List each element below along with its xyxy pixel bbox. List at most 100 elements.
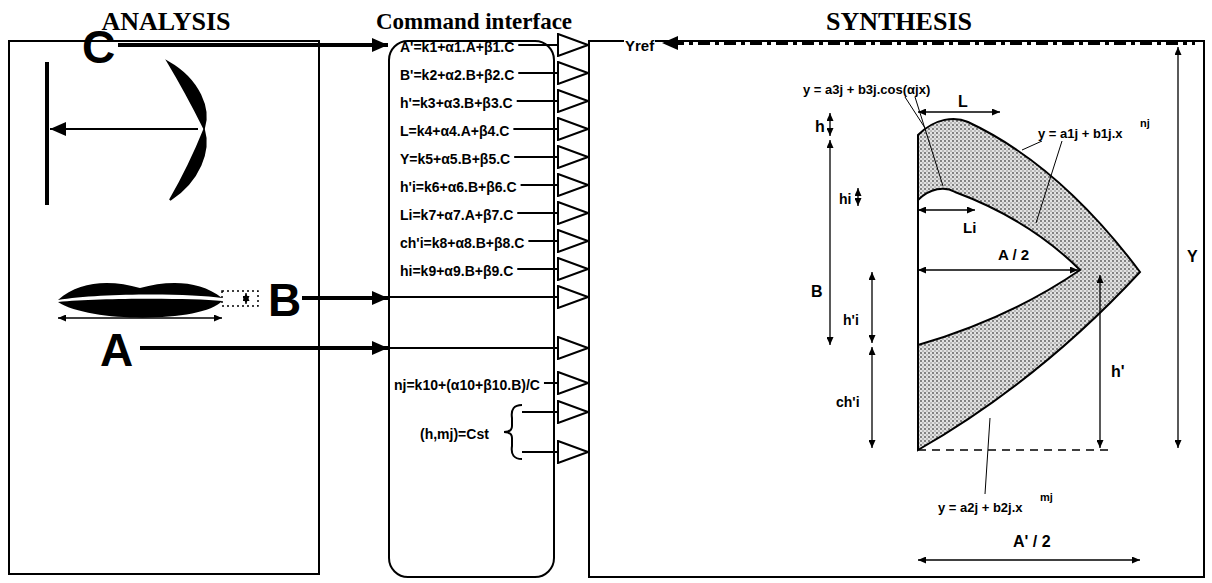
command-equation: A'=k1+α1.A+β1.C bbox=[400, 39, 514, 55]
equation-wire bbox=[514, 156, 555, 158]
command-arrow bbox=[555, 212, 588, 214]
reference-pointer bbox=[662, 36, 678, 50]
command-arrow bbox=[555, 184, 588, 186]
drawing-label: hi bbox=[838, 191, 852, 207]
command-arrow bbox=[555, 296, 588, 298]
dimension-arrow bbox=[918, 269, 1078, 270]
variable-letter: B bbox=[268, 274, 301, 327]
command-equation: L=k4+α4.A+β4.C bbox=[400, 123, 509, 139]
signal-arrow bbox=[320, 43, 388, 47]
lower-lip-profile bbox=[170, 130, 206, 200]
panel-box: SYNTHESISYrefy = a3j + b3j.cos(αjx)Ly = … bbox=[588, 40, 1205, 578]
drawing-label: y = a2j + b2j.x bbox=[937, 500, 1024, 515]
drawing-label: ch'i bbox=[835, 394, 861, 410]
equation-wire bbox=[528, 240, 555, 242]
drawing-label: mj bbox=[1039, 491, 1054, 504]
upper-lip-front bbox=[58, 283, 222, 300]
drawing-label: L bbox=[957, 93, 969, 111]
command-arrow bbox=[555, 44, 588, 46]
command-arrow bbox=[555, 72, 588, 74]
panel-box: Command interfaceA'=k1+α1.A+β1.CB'=k2+α2… bbox=[388, 40, 555, 578]
command-arrow bbox=[555, 128, 588, 130]
command-equation: Y=k5+α5.B+β5.C bbox=[400, 151, 510, 167]
pass-wire bbox=[522, 411, 555, 413]
signal-arrow bbox=[320, 296, 388, 300]
command-equation: h'=k3+α3.B+β3.C bbox=[400, 95, 513, 111]
drawing-label: A / 2 bbox=[997, 246, 1030, 263]
base-line bbox=[918, 449, 1112, 451]
pass-wire bbox=[388, 296, 555, 298]
variable-letter: C bbox=[82, 21, 115, 74]
variable-letter: A bbox=[100, 324, 133, 377]
panel-title: SYNTHESIS bbox=[826, 7, 972, 37]
leader-line bbox=[985, 418, 990, 494]
command-equation: nj=k10+(α10+β10.B)/C bbox=[394, 377, 540, 393]
equation-wire bbox=[518, 72, 555, 74]
leader-line bbox=[1022, 141, 1042, 150]
equation-wire bbox=[517, 268, 555, 270]
leader-line bbox=[1036, 141, 1062, 223]
drawing-label: nj bbox=[1139, 117, 1151, 130]
drawing-label: y = a1j + b1j.x bbox=[1037, 126, 1124, 141]
opening-dimension-box bbox=[222, 291, 258, 306]
command-equation: h'i=k6+α6.B+β6.C bbox=[400, 179, 517, 195]
dimension-arrow bbox=[857, 188, 858, 206]
panel-title: ANALYSIS bbox=[101, 7, 230, 37]
equation-wire bbox=[513, 128, 555, 130]
pass-wire bbox=[522, 451, 555, 453]
command-arrow bbox=[555, 268, 588, 270]
outer-lip-contour bbox=[918, 119, 1140, 450]
signal-line bbox=[302, 296, 320, 300]
panel-box: ANALYSISCBA bbox=[8, 40, 320, 575]
command-arrow bbox=[555, 382, 588, 384]
dimension-arrow bbox=[1177, 47, 1178, 448]
command-equation: (h,mj)=Cst bbox=[420, 426, 489, 442]
leader-line bbox=[905, 97, 925, 128]
dimension-arrow bbox=[918, 209, 975, 210]
equation-wire bbox=[517, 212, 555, 214]
command-equation: ch'i=k8+α8.B+β8.C bbox=[400, 235, 524, 251]
equation-wire bbox=[521, 184, 555, 186]
protrusion-arrow bbox=[50, 128, 198, 130]
panel-title: Command interface bbox=[376, 9, 572, 35]
command-equation: Li=k7+α7.A+β7.C bbox=[400, 207, 513, 223]
lower-lip-front bbox=[58, 299, 222, 318]
dimension-arrow bbox=[1099, 275, 1100, 448]
drawing-label: Li bbox=[962, 219, 977, 236]
drawing-label: y = a3j + b3j.cos(αjx) bbox=[802, 82, 931, 97]
inner-lip-contour bbox=[918, 189, 1080, 345]
drawing-label: A' / 2 bbox=[1012, 533, 1052, 551]
brace bbox=[504, 405, 522, 459]
equation-wire bbox=[518, 44, 555, 46]
drawing-label: Y bbox=[1186, 248, 1199, 266]
dimension-arrow bbox=[871, 347, 872, 448]
command-arrow bbox=[555, 451, 588, 453]
signal-line bbox=[140, 346, 320, 350]
command-arrow bbox=[555, 100, 588, 102]
command-equation: hi=k9+α9.B+β9.C bbox=[400, 263, 513, 279]
command-arrow bbox=[555, 411, 588, 413]
leader-line bbox=[915, 97, 943, 186]
pass-wire bbox=[388, 347, 555, 349]
command-arrow bbox=[555, 156, 588, 158]
dimension-arrow bbox=[829, 113, 830, 136]
dimension-arrow bbox=[918, 111, 1000, 112]
command-equation: B'=k2+α2.B+β2.C bbox=[400, 67, 514, 83]
drawing-label: B bbox=[810, 283, 824, 301]
command-arrow bbox=[555, 347, 588, 349]
drawing-label: h'i bbox=[842, 312, 860, 328]
dimension-arrow bbox=[871, 272, 872, 343]
equation-wire bbox=[517, 100, 555, 102]
drawing-label: h' bbox=[1110, 363, 1126, 381]
reference-line bbox=[45, 62, 49, 205]
width-dimension bbox=[58, 317, 222, 319]
drawing-label: Yref bbox=[624, 37, 655, 54]
dimension-arrow bbox=[829, 140, 830, 345]
drawing-label: h bbox=[814, 118, 826, 136]
signal-arrow bbox=[320, 346, 388, 350]
dimension-arrow bbox=[918, 559, 1140, 560]
signal-line bbox=[118, 43, 320, 47]
